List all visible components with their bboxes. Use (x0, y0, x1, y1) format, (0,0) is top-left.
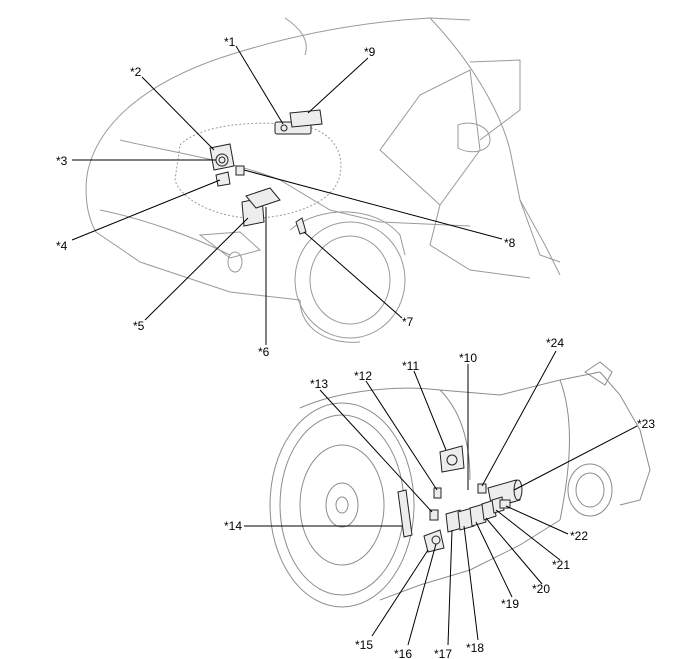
leader-16 (407, 543, 437, 646)
leader-24 (481, 350, 557, 487)
leader-21 (495, 509, 561, 561)
callout-24: *24 (546, 336, 564, 350)
callout-19: *19 (501, 597, 519, 611)
leader-8 (243, 169, 503, 240)
component-14 (397, 489, 413, 538)
leader-15 (371, 549, 429, 637)
callout-2: *2 (130, 65, 142, 79)
leader-2 (141, 76, 215, 151)
callout-21: *21 (552, 558, 570, 572)
callout-17: *17 (434, 647, 452, 659)
callout-5: *5 (133, 319, 145, 333)
leader-1 (235, 45, 284, 125)
leader-11 (413, 370, 447, 451)
callout-4: *4 (56, 239, 68, 253)
leader-23 (513, 425, 638, 491)
callout-13: *13 (310, 377, 328, 391)
leader-17 (447, 529, 453, 646)
leader-20 (485, 517, 543, 585)
callout-10: *10 (459, 351, 477, 365)
callout-1: *1 (224, 35, 236, 49)
vehicle-outline (85, 17, 561, 343)
callout-18: *18 (466, 641, 484, 655)
component-22 (499, 499, 511, 509)
leader-13 (319, 389, 433, 513)
callout-12: *12 (354, 369, 372, 383)
callout-20: *20 (532, 582, 550, 596)
component-4 (215, 171, 231, 187)
leader-5 (144, 217, 249, 321)
leader-22 (505, 505, 569, 535)
callout-8: *8 (504, 236, 516, 250)
component-12 (433, 487, 442, 499)
callout-9: *9 (364, 45, 376, 59)
leader-19 (475, 521, 513, 598)
callout-3: *3 (56, 154, 68, 168)
callout-labels: *1 *2 *3 *4 *5 *6 *7 *8 *9 *10 *11 *12 *… (56, 35, 655, 659)
component-18 (457, 507, 475, 531)
component-8 (235, 165, 245, 176)
callout-15: *15 (355, 638, 373, 652)
component-13 (429, 509, 439, 521)
callout-22: *22 (570, 529, 588, 543)
callout-14: *14 (224, 519, 242, 533)
component-6 (245, 187, 281, 209)
callout-23: *23 (637, 417, 655, 431)
component-16 (431, 535, 441, 545)
callout-7: *7 (402, 315, 414, 329)
leader-4 (71, 179, 221, 241)
leader-18 (463, 525, 479, 641)
callout-11: *11 (402, 359, 419, 373)
leader-12 (365, 380, 438, 491)
component-19 (469, 503, 487, 527)
callout-6: *6 (258, 345, 270, 359)
leader-lines (71, 45, 638, 646)
component-7 (295, 217, 307, 235)
vehicle-components (209, 109, 323, 235)
transmission-outline (269, 361, 651, 608)
transmission-components (397, 445, 523, 553)
component-9 (289, 109, 323, 128)
leader-7 (303, 231, 403, 319)
callout-16: *16 (394, 647, 412, 659)
leader-9 (307, 57, 369, 114)
component-24 (477, 483, 487, 494)
